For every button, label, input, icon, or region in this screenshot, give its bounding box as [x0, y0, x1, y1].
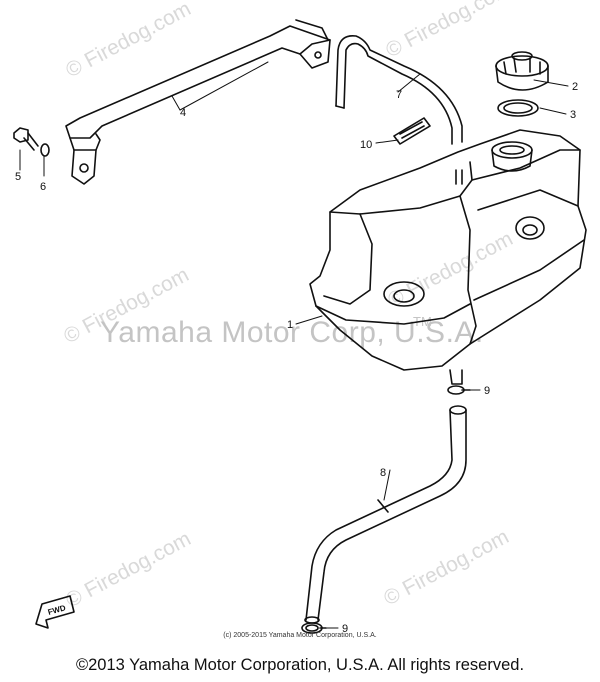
callout-9-lower: 9 [342, 623, 348, 635]
small-copyright: (c) 2005-2015 Yamaha Motor Corporation, … [223, 632, 377, 639]
callout-6: 6 [40, 181, 46, 193]
breather-hose [335, 34, 463, 145]
callout-8: 8 [380, 467, 386, 479]
footer-copyright: ©2013 Yamaha Motor Corporation, U.S.A. A… [75, 656, 525, 674]
fuel-tank [309, 129, 587, 385]
callout-10: 10 [360, 139, 372, 151]
forward-arrow-icon [35, 595, 75, 629]
label-plate [393, 117, 431, 145]
hose-clip [447, 385, 471, 395]
bolt [13, 127, 39, 151]
filler-cap [495, 51, 549, 91]
tank-bracket [65, 19, 331, 185]
callout-1: 1 [287, 319, 293, 331]
fuel-hose [304, 405, 467, 624]
callout-9-upper: 9 [484, 385, 490, 397]
cap-gasket [497, 99, 539, 117]
callout-4: 4 [180, 107, 186, 119]
callout-5: 5 [15, 171, 21, 183]
callout-7: 7 [396, 89, 402, 101]
callout-2: 2 [572, 81, 578, 93]
callout-3: 3 [570, 109, 576, 121]
washer [40, 143, 50, 157]
